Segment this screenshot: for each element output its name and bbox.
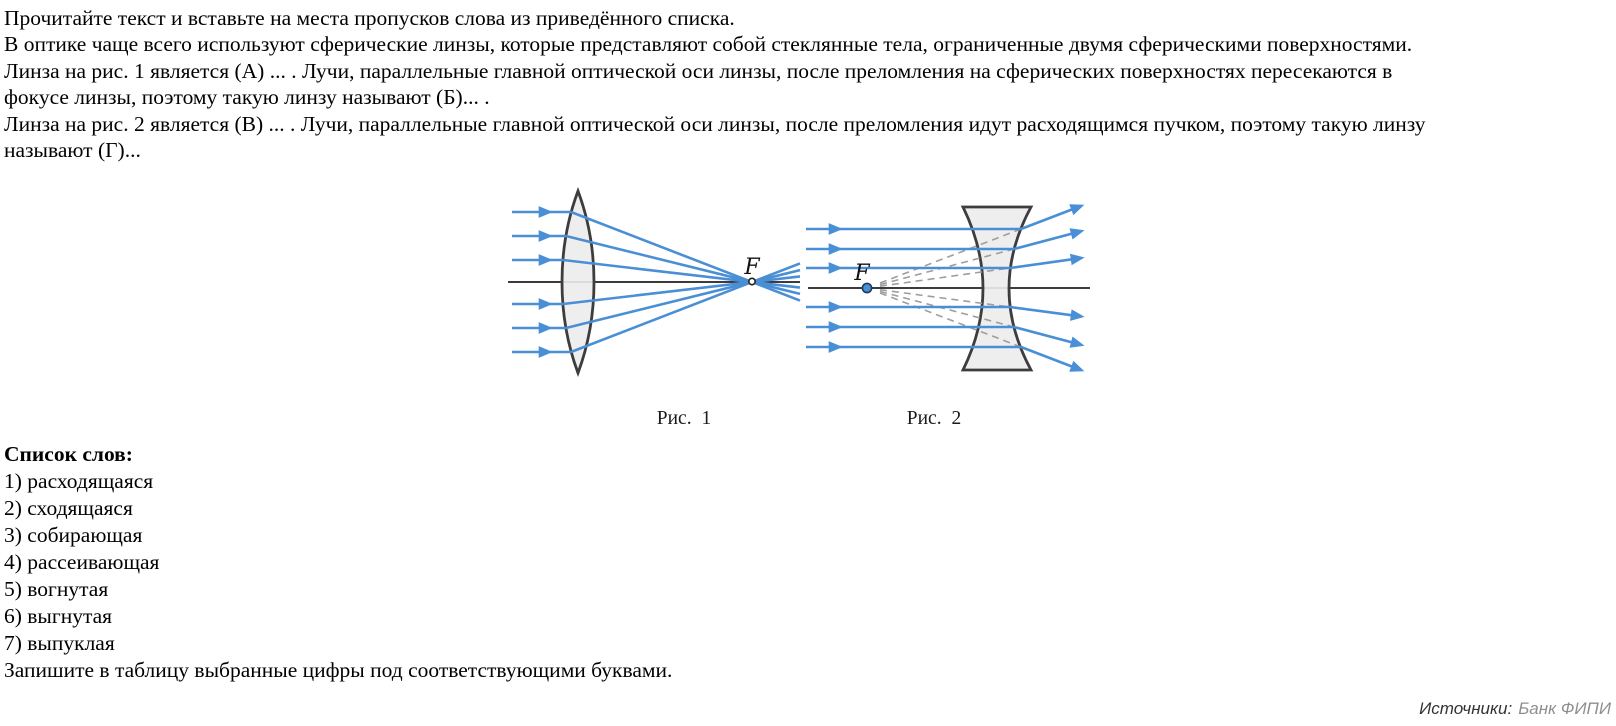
fig1-caption: Рис. 1 (656, 408, 712, 429)
virtual-ray-dashed (879, 288, 1011, 308)
word-list-item: 2) сходящаяся (4, 496, 133, 520)
focus-label: F (743, 255, 760, 280)
task-line: Линза на рис. 2 является (В) ... . Лучи,… (4, 111, 1426, 136)
task-line: Прочитайте текст и вставьте на места про… (4, 6, 735, 30)
word-list-item: 4) рассеивающая (4, 550, 160, 574)
fig1-rays (512, 206, 801, 358)
diverging-ray (1009, 253, 1085, 270)
source-value: Банк ФИПИ (1518, 699, 1611, 718)
fig2-rays (806, 204, 1085, 372)
fig1-converging-lens: F (508, 186, 801, 378)
word-list: Список слов: 1) расходящаяся 2) сходящая… (4, 441, 672, 684)
diverging-ray (1020, 204, 1085, 231)
diverging-ray (1020, 345, 1085, 372)
task-line: фокусе линзы, поэтому такую линзу называ… (4, 85, 490, 110)
fig2-caption: Рис. 2 (906, 408, 962, 429)
fig2-diverging-lens: F (806, 204, 1090, 372)
virtual-ray-extensions (879, 228, 1022, 348)
answer-instruction: Запишите в таблицу выбранные цифры под с… (4, 658, 673, 682)
task-text: Прочитайте текст и вставьте на места про… (4, 5, 1426, 163)
refracted-ray (570, 210, 801, 302)
word-list-item: 3) собирающая (4, 523, 143, 547)
task-line: Линза на рис. 1 является (А) ... . Лучи,… (4, 58, 1393, 83)
task-line: В оптике чаще всего используют сферическ… (4, 32, 1413, 57)
virtual-ray-dashed (879, 228, 1022, 284)
refracted-ray (570, 262, 801, 354)
word-list-title: Список слов: (4, 442, 133, 466)
focus-label: F (853, 261, 870, 286)
diverging-ray (1013, 228, 1085, 251)
virtual-ray-dashed (879, 267, 1011, 287)
word-list-item: 6) выгнутая (4, 604, 113, 628)
virtual-ray-dashed (879, 292, 1022, 348)
diverging-ray (1009, 305, 1085, 321)
refracted-ray (562, 258, 801, 289)
source-label: Источники: (1419, 699, 1513, 718)
word-list-item: 1) расходящаяся (4, 469, 154, 493)
source-attribution: Источники: Банк ФИПИ (1419, 699, 1611, 719)
word-list-item: 5) вогнутая (4, 577, 109, 601)
diverging-ray (1013, 325, 1085, 348)
word-list-item: 7) выпуклая (4, 631, 115, 655)
task-line: называют (Г)... (4, 138, 141, 163)
focus-point (747, 277, 756, 286)
focus-point (861, 282, 873, 294)
